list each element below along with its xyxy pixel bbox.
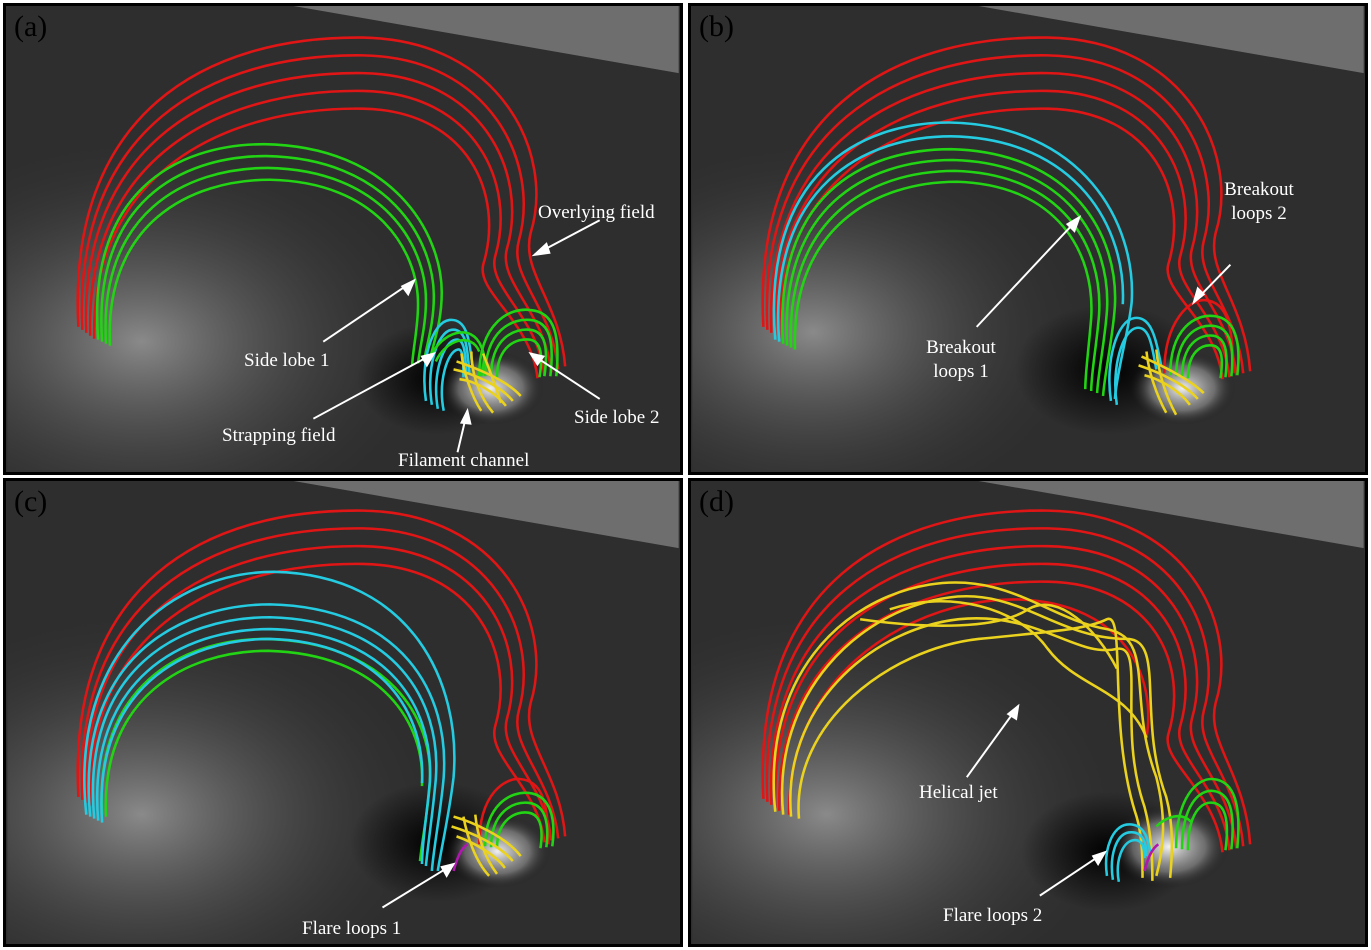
strapping-field-label: Strapping field [222,425,336,446]
side-lobe-2-label: Side lobe 2 [574,407,660,428]
breakout-loops-2-lines [1162,298,1235,374]
side-lobe-1-label: Side lobe 1 [244,350,330,371]
panel-a: (a) Overlying field Side lobe 1 Strappin… [3,3,683,475]
flare-loops-1-label: Flare loops 1 [302,918,402,939]
side-lobe-2-lines [1168,314,1240,379]
annotation-arrows [965,703,1108,897]
panel-a-label: (a) [14,10,48,43]
breakout-loops-1-label: Breakout loops 1 [926,337,996,382]
flare-filament-lines [451,814,522,877]
flare-loops-1-lines [452,843,469,872]
overlying-inner-lines [477,777,550,845]
side-lobe-2-lines [483,791,555,849]
overlying-field-lines [761,509,1252,853]
panel-c: (c) Flare loops 1 [3,478,683,947]
magenta-flare-lines [1143,843,1160,872]
panel-d-label: (d) [699,485,734,518]
annotation-arrows [312,219,601,453]
strapping-field-lines [1108,316,1163,406]
panel-b-diagram [692,6,1364,472]
annotation-arrows [381,862,456,909]
helical-jet-lines [772,581,1174,881]
panel-d-diagram [692,481,1364,944]
strapping-green-lines [428,331,486,377]
overlying-field-label: Overlying field [538,202,655,223]
annotation-arrows [975,215,1232,328]
panel-b-label: (b) [699,10,734,43]
overlying-field-lines [761,36,1252,380]
side-lobe-2-lines [1155,777,1240,851]
flare-loops-2-lines [1104,823,1152,883]
panel-c-label: (c) [14,485,48,518]
strapping-field-lines [83,570,456,872]
side-lobe-1-lines [95,142,444,366]
overlying-field-lines [76,36,567,379]
filament-channel-lines [453,351,522,414]
filament-channel-lines [1138,349,1205,416]
helical-jet-label: Helical jet [919,782,998,803]
breakout-loops-2-label: Breakout loops 2 [1224,179,1294,224]
flare-loops-2-label: Flare loops 2 [943,905,1043,926]
panel-a-diagram [7,6,679,472]
side-lobe-1-lines [781,147,1117,397]
panel-d: (d) Helical jet Flare loops 2 [688,478,1368,947]
panel-b: (b) Breakout loops 2 Breakout loops 1 [688,3,1368,475]
panel-c-diagram [7,481,679,944]
filament-channel-label: Filament channel [398,450,530,471]
